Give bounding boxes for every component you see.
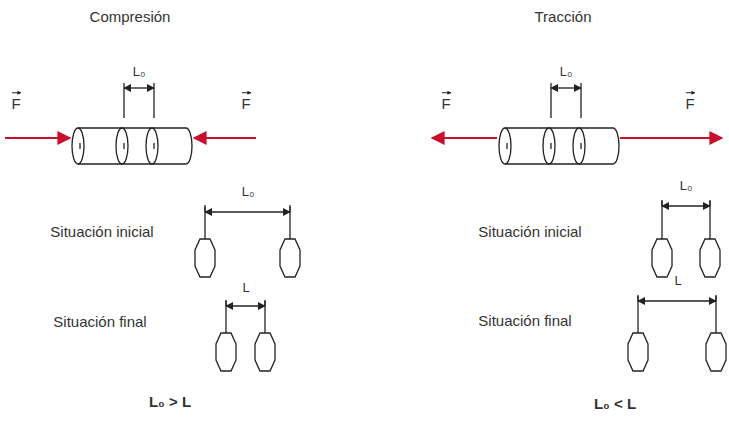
vector-sign — [442, 92, 451, 93]
gauge-stem — [289, 205, 290, 239]
dimension-line — [551, 87, 581, 88]
gauge-mark — [216, 333, 236, 371]
vector-sign — [686, 92, 695, 93]
dimension-tick — [550, 83, 551, 118]
length-label: L₀ — [680, 179, 693, 193]
gauge-stem — [264, 300, 265, 333]
section-ring — [116, 128, 128, 164]
section-heading: Compresión — [90, 9, 171, 26]
force-label: F — [241, 96, 250, 113]
length-label: L₀ — [133, 65, 146, 79]
situation-label: Situación final — [53, 314, 146, 331]
gauge-mark — [652, 239, 672, 277]
gauge-stem — [715, 295, 716, 333]
length-label: L — [674, 274, 681, 288]
dimension-tick — [153, 83, 154, 118]
cylinder-end — [499, 128, 511, 164]
dimension-tick — [225, 301, 226, 306]
dimension-line — [124, 87, 154, 88]
dimension-line — [638, 300, 716, 301]
mark — [79, 143, 80, 149]
situation-label: Situación final — [478, 313, 571, 330]
mark — [153, 143, 154, 149]
dimension-tick — [709, 201, 710, 206]
section-ring — [543, 128, 555, 164]
gauge-mark — [280, 239, 300, 277]
gauge-stem — [204, 205, 205, 239]
gauge-stem — [225, 300, 226, 333]
force-label: F — [685, 96, 694, 113]
relation-label: L₀ < L — [594, 396, 636, 413]
gauge-mark — [706, 333, 726, 371]
gauge-stem — [661, 200, 662, 239]
dimension-tick — [289, 207, 290, 212]
gauge-mark — [255, 333, 275, 371]
dimension-tick — [123, 83, 124, 118]
cylinder-end — [186, 128, 192, 164]
gauge-mark — [195, 239, 215, 277]
gauge-mark — [628, 333, 648, 371]
force-label: F — [441, 96, 450, 113]
mark — [506, 143, 507, 149]
cylinder-end — [613, 128, 619, 164]
cylinder-body — [78, 128, 186, 164]
situation-label: Situación inicial — [478, 224, 581, 241]
force-arrow — [620, 137, 722, 139]
force-arrow — [432, 137, 497, 139]
dimension-line — [662, 205, 710, 206]
length-label: L — [242, 281, 249, 295]
relation-label: L₀ > L — [149, 394, 191, 411]
gauge-mark — [700, 239, 720, 277]
force-label: F — [11, 96, 20, 113]
section-ring — [146, 128, 158, 164]
dimension-line — [205, 211, 290, 212]
dimension-line — [226, 305, 265, 306]
vector-sign — [12, 92, 21, 93]
gauge-stem — [637, 295, 638, 333]
section-heading: Tracción — [535, 9, 592, 26]
dimension-tick — [637, 296, 638, 301]
mark — [580, 143, 581, 149]
situation-label: Situación inicial — [50, 224, 153, 241]
gauge-stem — [709, 200, 710, 239]
dimension-tick — [661, 201, 662, 206]
dimension-tick — [715, 296, 716, 301]
dimension-tick — [204, 207, 205, 212]
dimension-tick — [580, 83, 581, 118]
mark — [123, 143, 124, 149]
cylinder-body — [505, 128, 613, 164]
cylinder-end — [72, 128, 84, 164]
vector-sign — [242, 92, 251, 93]
dimension-tick — [264, 301, 265, 306]
force-arrow — [194, 137, 256, 139]
length-label: L₀ — [242, 185, 255, 199]
section-ring — [573, 128, 585, 164]
mark — [550, 143, 551, 149]
force-arrow — [5, 137, 70, 139]
length-label: L₀ — [560, 65, 573, 79]
